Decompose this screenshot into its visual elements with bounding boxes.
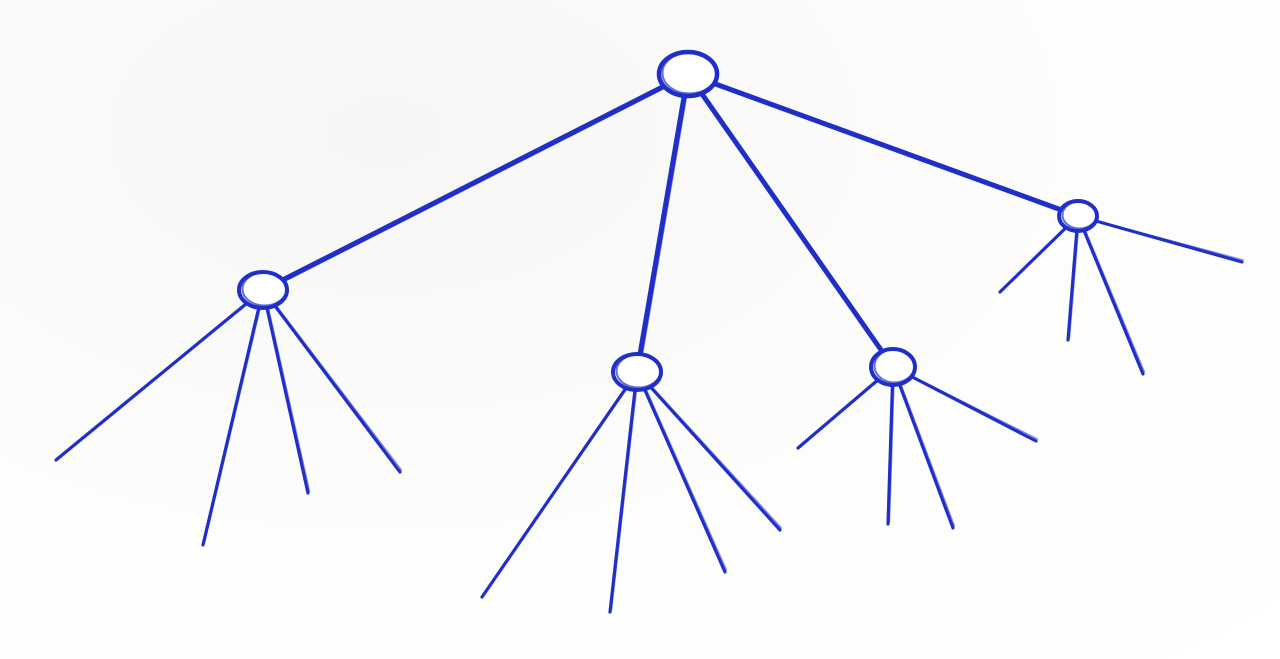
edge-node-3-leaf-4	[909, 375, 1038, 443]
edge-root-to-node-4-sketch	[715, 83, 1064, 212]
edge-node-1-leaf-4-sketch	[275, 304, 403, 471]
edge-node-3-leaf-3-sketch	[900, 383, 956, 527]
edge-node-4-leaf-1-sketch	[1000, 226, 1069, 291]
edge-node-3-leaf-4-sketch	[912, 375, 1039, 440]
edge-node-2-leaf-3-sketch	[645, 388, 728, 571]
edge-node-4-leaf-4-sketch	[1096, 220, 1245, 261]
nodes-layer	[237, 49, 1099, 392]
edge-node-1-leaf-3-sketch	[267, 307, 311, 492]
edge-node-3-leaf-1-sketch	[798, 379, 880, 447]
edge-node-4-leaf-3	[1082, 228, 1145, 376]
edge-node-4-leaf-3-sketch	[1084, 229, 1146, 373]
child-node-2	[611, 352, 663, 392]
edge-node-2-leaf-2-sketch	[610, 389, 638, 611]
edge-node-1-leaf-2	[201, 306, 261, 547]
edge-node-1-leaf-4	[273, 304, 402, 474]
edge-node-2-leaf-4	[648, 385, 782, 532]
child-node-3	[869, 347, 917, 387]
edge-root-to-node-1	[280, 83, 667, 283]
edge-node-2-leaf-1-sketch	[482, 387, 629, 596]
edge-root-to-node-1-sketch	[283, 86, 667, 282]
edge-node-3-leaf-3	[897, 382, 955, 530]
edge-node-2-leaf-2	[608, 388, 637, 614]
edge-node-1-leaf-1-sketch	[56, 302, 250, 459]
edge-node-2-leaf-3	[642, 387, 727, 574]
child-node-1	[237, 270, 289, 310]
edge-node-3-leaf-2	[886, 383, 895, 526]
edge-root-to-node-3	[699, 90, 885, 354]
child-node-4	[1057, 199, 1099, 233]
edge-node-4-leaf-2	[1066, 229, 1079, 342]
edge-node-2-leaf-4-sketch	[651, 386, 783, 529]
edge-node-3-leaf-2-sketch	[888, 384, 895, 523]
edge-node-1-leaf-3	[265, 306, 310, 495]
edge-node-4-leaf-4	[1094, 219, 1244, 264]
edge-node-4-leaf-2-sketch	[1068, 230, 1079, 339]
edge-root-to-node-2	[637, 93, 687, 357]
edge-root-to-node-3-sketch	[702, 93, 886, 354]
edges-layer	[54, 81, 1245, 614]
root-node	[656, 49, 720, 99]
edge-node-1-leaf-2-sketch	[203, 307, 262, 544]
edge-root-to-node-2-sketch	[641, 95, 688, 357]
